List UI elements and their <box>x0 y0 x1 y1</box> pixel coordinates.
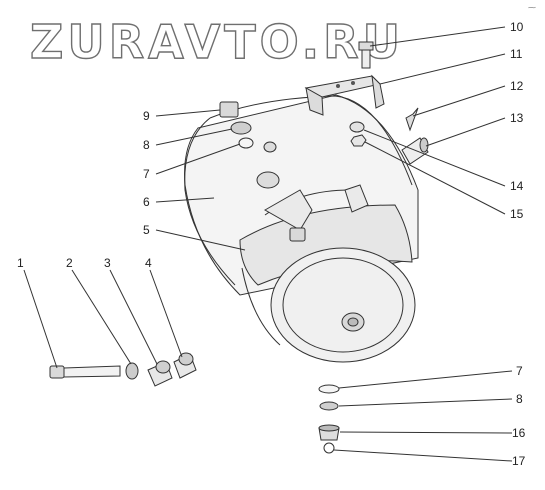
callout-15: 15 <box>510 207 524 221</box>
side-port-upper <box>289 227 306 242</box>
callout-8-bottom: 8 <box>516 392 523 406</box>
air-tank <box>184 94 419 363</box>
sealing-ring-8-top <box>230 121 252 135</box>
cotter-pin <box>405 107 419 132</box>
ring-17 <box>323 442 335 454</box>
callout-3: 3 <box>104 256 111 270</box>
side-port-small <box>263 141 277 153</box>
drain-boss-hole <box>347 317 359 327</box>
callout-16: 16 <box>512 426 526 440</box>
sleeve-4 <box>173 352 197 379</box>
washer-7-bottom <box>318 384 340 394</box>
corner-mark: ⁓ <box>528 3 536 12</box>
tank-front-ring <box>282 257 404 353</box>
nut-2 <box>125 362 139 380</box>
callout-6: 6 <box>143 195 150 209</box>
clamp-bracket-right <box>344 184 369 213</box>
tank-front-disc <box>270 247 416 363</box>
callout-13: 13 <box>510 111 524 125</box>
side-port-large <box>256 171 280 189</box>
tank-side-shadow <box>241 267 281 346</box>
callout-5: 5 <box>143 223 150 237</box>
callout-4: 4 <box>145 256 152 270</box>
callout-7-bottom: 7 <box>516 364 523 378</box>
top-plug <box>219 101 239 118</box>
nut-15 <box>350 134 367 147</box>
callout-9: 9 <box>143 109 150 123</box>
watermark-text: ZURAVTO.RU <box>30 15 404 69</box>
callout-12: 12 <box>510 79 524 93</box>
callout-labels: 1 2 3 4 5 6 7 8 9 10 11 12 13 14 15 7 8 … <box>17 20 526 468</box>
washer-7-top <box>238 137 254 149</box>
callout-14: 14 <box>510 179 524 193</box>
callout-7-top: 7 <box>143 167 150 181</box>
callout-17: 17 <box>512 454 526 468</box>
long-bolt-1 <box>49 365 121 379</box>
tank-rear-cap <box>184 117 236 286</box>
ring-8-bottom <box>319 401 339 411</box>
pin-13 <box>401 137 429 165</box>
callout-1: 1 <box>17 256 24 270</box>
mounting-bracket <box>304 74 385 116</box>
callout-2: 2 <box>66 256 73 270</box>
washer-14 <box>349 121 365 133</box>
drain-plug-16 <box>318 424 340 441</box>
clamp-bracket-left <box>263 189 313 231</box>
sleeve-3 <box>147 360 173 387</box>
callout-8-top: 8 <box>143 138 150 152</box>
callout-10: 10 <box>510 20 524 34</box>
callout-11: 11 <box>510 47 523 61</box>
leader-lines <box>23 26 513 462</box>
clamp-band-front <box>239 204 413 286</box>
